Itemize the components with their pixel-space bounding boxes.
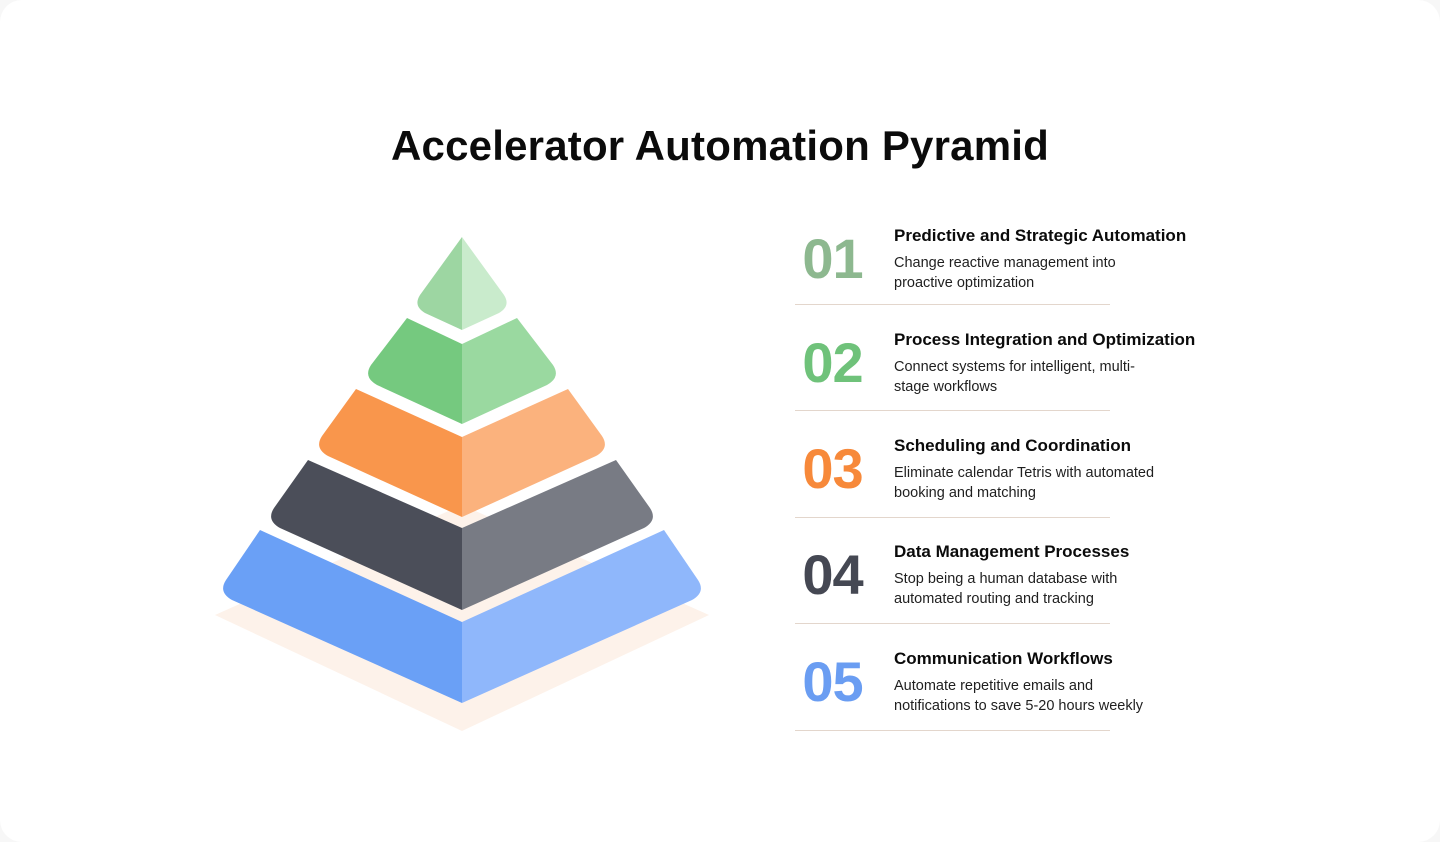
level-description-line: booking and matching (894, 484, 1036, 501)
level-description-line: automated routing and tracking (894, 590, 1094, 607)
level-item-05: 05 Communication Workflows Automate repe… (785, 649, 1143, 755)
level-description-line: Automate repetitive emails and (894, 678, 1094, 694)
pyramid-level-4-right (462, 460, 653, 610)
level-description-line: Eliminate calendar Tetris with automated (894, 465, 1155, 481)
level-description: Stop being a human database with automat… (894, 570, 1194, 609)
divider (795, 730, 1110, 731)
pyramid-level-3-left (319, 389, 462, 517)
pyramid-level-1-right (462, 237, 507, 330)
level-description-line: proactive optimization (894, 274, 1035, 291)
level-heading: Predictive and Strategic Automation (894, 226, 1187, 245)
level-description: Change reactive management into proactiv… (894, 254, 1194, 293)
level-number: 05 (802, 650, 863, 713)
pyramid-illustration (215, 237, 709, 731)
level-item-02: 02 Process Integration and Optimization … (785, 330, 1195, 436)
level-item-04: 04 Data Management Processes Stop being … (785, 542, 1129, 648)
divider (795, 304, 1110, 305)
level-heading: Communication Workflows (894, 649, 1113, 668)
divider (795, 623, 1110, 624)
pyramid-level-2-left (368, 318, 462, 424)
level-number: 04 (802, 543, 863, 606)
pyramid-shadow (215, 505, 709, 731)
level-heading: Data Management Processes (894, 542, 1130, 561)
level-heading: Scheduling and Coordination (894, 436, 1132, 455)
level-description: Eliminate calendar Tetris with automated… (894, 464, 1194, 503)
level-description: Automate repetitive emails and notificat… (894, 677, 1194, 716)
level-description-line: stage workflows (894, 378, 998, 395)
pyramid-level-1-left (417, 237, 462, 330)
level-description: Connect systems for intelligent, multi- … (894, 358, 1194, 397)
pyramid-level-2-right (462, 318, 556, 424)
level-number: 01 (802, 227, 863, 290)
pyramid-level-4-left (271, 460, 462, 610)
level-item-03: 03 Scheduling and Coordination Eliminate… (785, 436, 1154, 542)
pyramid-level-3-right (462, 389, 605, 517)
pyramid-level-5-right (462, 530, 701, 703)
level-description-line: notifications to save 5-20 hours weekly (894, 697, 1144, 714)
level-number: 02 (802, 331, 863, 394)
level-description-line: Connect systems for intelligent, multi- (894, 359, 1135, 375)
divider (795, 410, 1110, 411)
level-number: 03 (802, 437, 863, 500)
divider (795, 517, 1110, 518)
pyramid-level-5-left (223, 530, 462, 703)
page-title: Accelerator Automation Pyramid (391, 122, 1049, 169)
level-description-line: Stop being a human database with (894, 571, 1118, 587)
level-heading: Process Integration and Optimization (894, 330, 1196, 349)
level-description-line: Change reactive management into (894, 255, 1116, 271)
level-item-01: 01 Predictive and Strategic Automation C… (785, 226, 1186, 332)
